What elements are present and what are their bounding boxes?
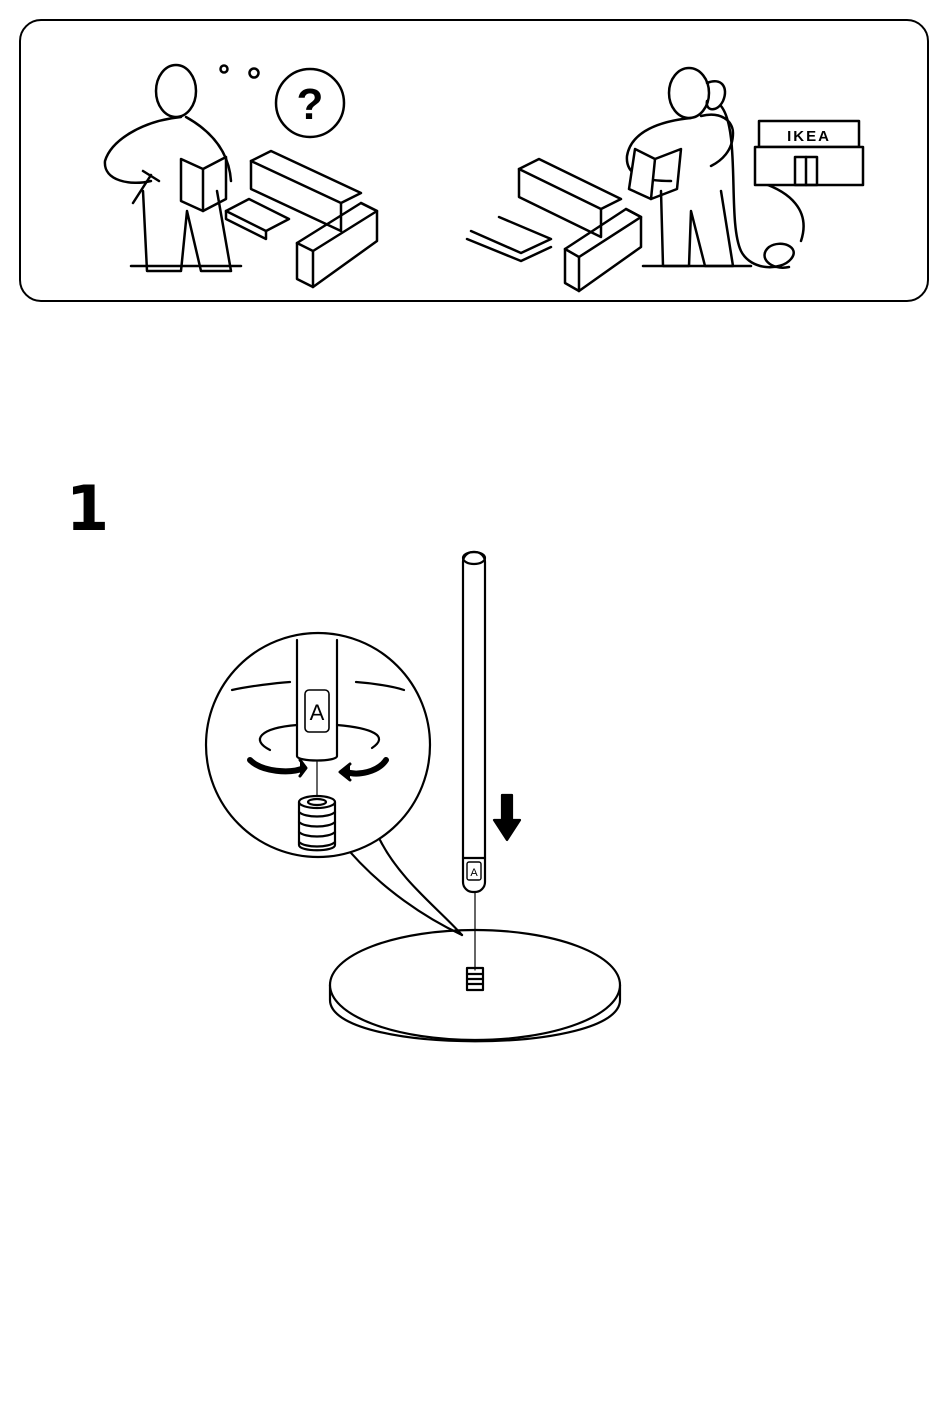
part-label-magnified: A <box>310 700 325 725</box>
help-panel: ? IKEA <box>19 19 929 302</box>
part-label-pole: A <box>470 867 478 879</box>
parts-pile-right <box>467 159 641 291</box>
confused-person-figure <box>105 65 259 271</box>
parts-pile-left <box>226 151 377 287</box>
question-mark: ? <box>297 80 324 129</box>
lamp-pole <box>463 552 485 892</box>
base-screw <box>467 968 483 990</box>
store-sign: IKEA <box>787 128 831 145</box>
help-illustration: ? IKEA <box>21 21 931 304</box>
detail-magnifier <box>206 633 462 935</box>
step-1-illustration: A A <box>0 540 950 1104</box>
arrow-down-icon <box>494 795 520 840</box>
step-number: 1 <box>66 478 109 540</box>
